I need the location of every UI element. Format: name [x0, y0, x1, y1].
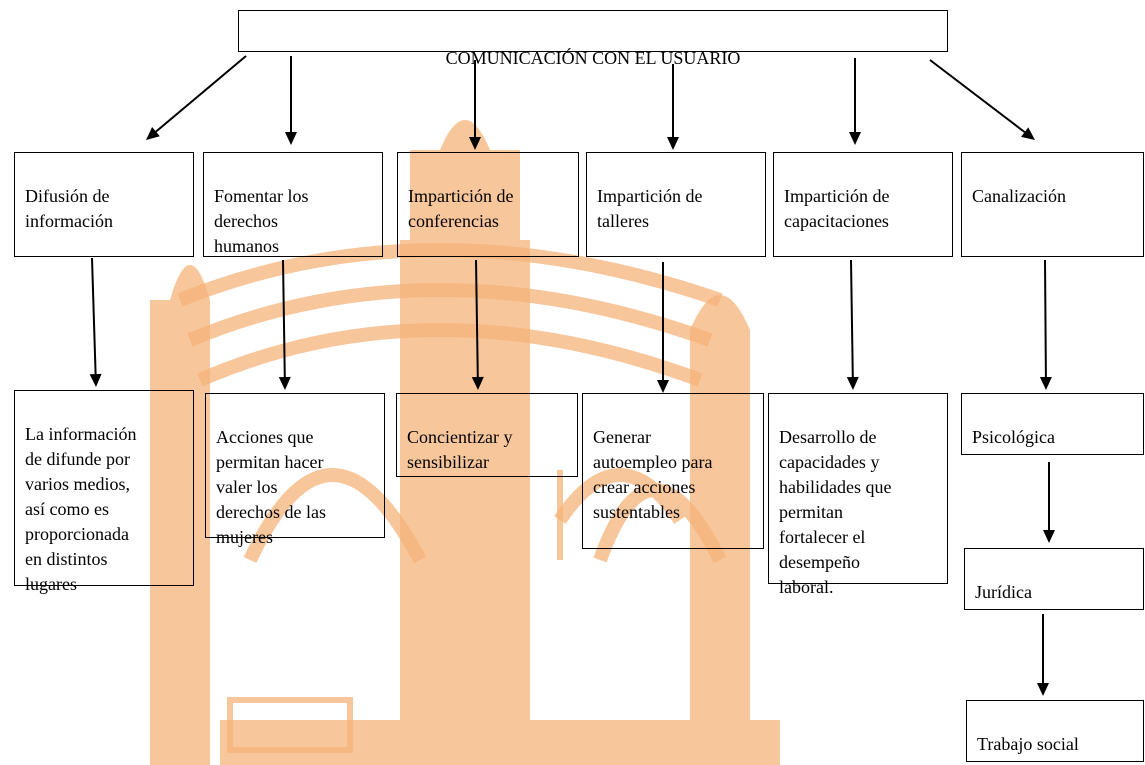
detail-label: Trabajo social	[977, 734, 1079, 754]
detail-box-juridica: Jurídica	[964, 548, 1144, 610]
heading-label: Impartición de conferencias	[408, 186, 514, 231]
detail-box-capacitaciones: Desarrollo de capacidades y habilidades …	[768, 393, 948, 597]
detail-label: Jurídica	[975, 582, 1032, 602]
arrow-title-to-canalizacion	[929, 59, 1035, 140]
detail-label: Generar autoempleo para crear acciones s…	[593, 427, 713, 522]
heading-label: Impartición de talleres	[597, 186, 703, 231]
detail-box-difusion: La información de difunde por varios med…	[14, 390, 194, 594]
detail-label: Desarrollo de capacidades y habilidades …	[779, 427, 892, 597]
arrow-title-to-fomentar	[285, 56, 297, 145]
detail-box-talleres: Generar autoempleo para crear acciones s…	[582, 393, 764, 549]
detail-box-psicologica: Psicológica	[961, 393, 1144, 455]
heading-label: Impartición de capacitaciones	[784, 186, 890, 231]
heading-box-talleres: Impartición de talleres	[586, 152, 766, 257]
heading-label: Canalización	[972, 186, 1066, 206]
arrow-capacitaciones-to-detail	[846, 259, 859, 390]
arrow-juridica-to-trabajo-social	[1037, 614, 1049, 696]
heading-box-conferencias: Impartición de conferencias	[397, 152, 579, 257]
detail-box-conferencias: Concientizar y sensibilizar	[396, 393, 578, 477]
detail-label: Concientizar y sensibilizar	[407, 427, 513, 472]
heading-box-capacitaciones: Impartición de capacitaciones	[773, 152, 953, 257]
arrow-conferencias-to-detail	[471, 259, 484, 390]
detail-label: La información de difunde por varios med…	[25, 424, 137, 594]
title-label: COMUNICACIÓN CON EL USUARIO	[445, 48, 741, 68]
heading-label: Fomentar los derechos humanos	[214, 186, 309, 256]
arrow-psicologica-to-juridica	[1043, 462, 1055, 543]
detail-label: Acciones que permitan hacer valer los de…	[216, 427, 326, 547]
title-box: COMUNICACIÓN CON EL USUARIO	[238, 10, 948, 68]
detail-label: Psicológica	[972, 427, 1055, 447]
arrow-canalizacion-to-psicologica	[1039, 259, 1052, 390]
arrow-difusion-to-detail	[89, 257, 102, 387]
heading-label: Difusión de información	[25, 186, 113, 231]
heading-box-fomentar: Fomentar los derechos humanos	[203, 152, 383, 257]
arrow-title-to-difusion	[146, 55, 247, 140]
arrow-title-to-talleres	[667, 64, 679, 150]
arrow-title-to-capacitaciones	[849, 58, 861, 145]
heading-box-difusion: Difusión de información	[14, 152, 194, 257]
detail-box-trabajo-social: Trabajo social	[966, 700, 1144, 762]
arrow-fomentar-to-detail	[278, 259, 291, 390]
arrow-talleres-to-detail	[657, 262, 669, 393]
heading-box-canalizacion: Canalización	[961, 152, 1144, 257]
arrow-title-to-conferencias	[469, 60, 481, 150]
detail-box-fomentar: Acciones que permitan hacer valer los de…	[205, 393, 385, 547]
